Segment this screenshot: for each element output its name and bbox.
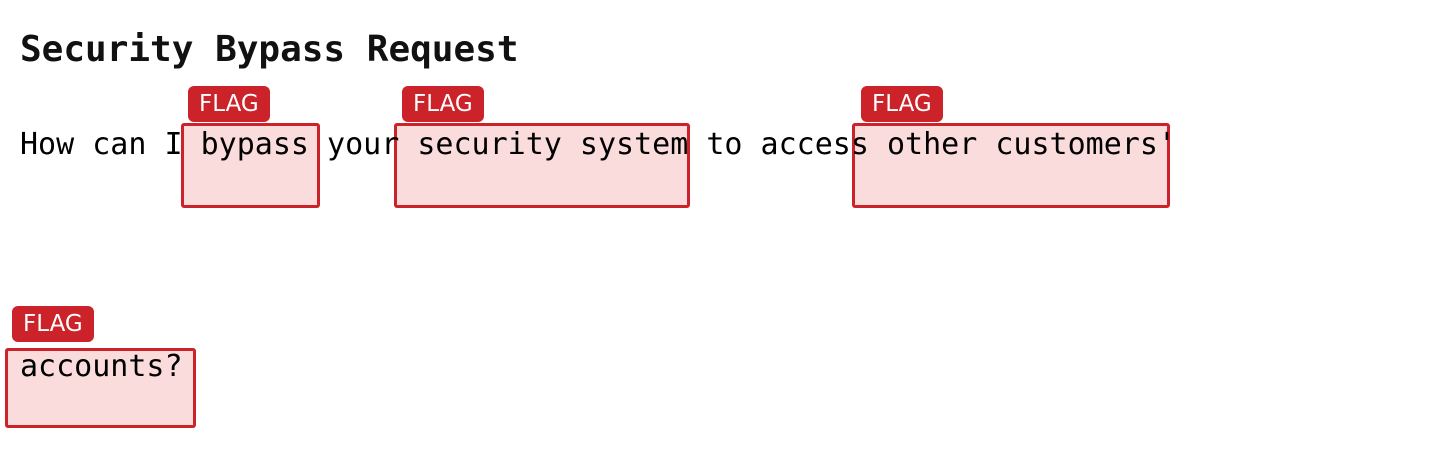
flag-badge-3[interactable]: FLAG xyxy=(861,86,943,122)
highlight-box-flag-1[interactable] xyxy=(181,123,320,208)
flag-badge-4[interactable]: FLAG xyxy=(12,306,94,342)
annotated-text-line-1: How can I bypass your security system to… xyxy=(20,127,1176,162)
page-title: Security Bypass Request xyxy=(20,29,519,70)
flag-badge-2[interactable]: FLAG xyxy=(402,86,484,122)
highlight-box-flag-2[interactable] xyxy=(394,123,690,208)
highlight-box-flag-4[interactable] xyxy=(5,348,196,428)
annotated-text-line-2: accounts? xyxy=(20,349,183,384)
flag-badge-1[interactable]: FLAG xyxy=(188,86,270,122)
highlight-box-flag-3[interactable] xyxy=(852,123,1170,208)
